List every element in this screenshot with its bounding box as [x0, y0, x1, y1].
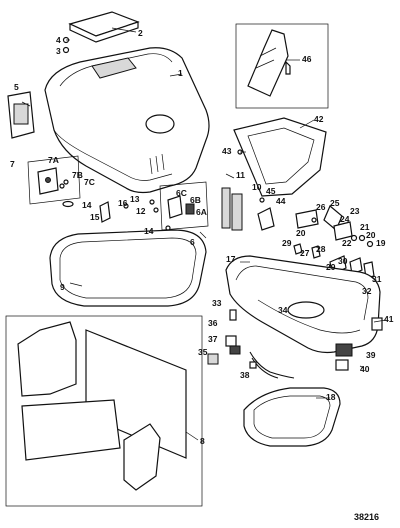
leader-lines [21, 27, 387, 441]
callout-44: 44 [276, 196, 286, 206]
callout-29a: 29 [282, 238, 292, 248]
callout-4: 4 [56, 35, 61, 45]
callout-8: 8 [200, 436, 205, 446]
callout-7b: 7B [72, 170, 83, 180]
callout-36: 36 [208, 318, 218, 328]
callout-45: 45 [266, 186, 276, 196]
linkage-hardware [293, 205, 375, 279]
callout-35: 35 [198, 347, 208, 357]
part-2-cover-plate [68, 11, 140, 43]
callout-20b: 20 [366, 230, 376, 240]
part-10-11-pads [221, 187, 243, 231]
part-7-latch-inset [27, 155, 81, 205]
part-9-seal-ring [49, 229, 207, 307]
callout-37: 37 [208, 334, 218, 344]
parts-33-40-small [207, 309, 349, 379]
callout-3: 3 [56, 46, 61, 56]
callout-40: 40 [360, 364, 370, 374]
part-5-vent-grille [7, 91, 35, 139]
callout-5: 5 [14, 82, 19, 92]
callout-13: 13 [130, 194, 140, 204]
callout-2: 2 [138, 28, 143, 38]
callout-14a: 14 [82, 200, 92, 210]
callout-labels: 1 2 3 4 5 6 6A 6B 6C 7 7A 7B 7C 8 9 10 1… [10, 28, 394, 446]
callout-6c: 6C [176, 188, 187, 198]
callout-41: 41 [384, 314, 394, 324]
callout-33: 33 [212, 298, 222, 308]
part-8-foam-inset [5, 315, 203, 507]
callout-42: 42 [314, 114, 324, 124]
callout-11: 11 [236, 170, 245, 180]
part-18-gasket [243, 387, 341, 447]
callout-14b: 14 [144, 226, 154, 236]
callout-15: 15 [90, 212, 100, 222]
callout-18: 18 [326, 392, 336, 402]
callout-46: 46 [302, 54, 312, 64]
part-17-bottom-cowl [225, 255, 383, 357]
callout-7a: 7A [48, 155, 59, 165]
callout-19: 19 [376, 238, 386, 248]
figure-number: 38216 [354, 512, 379, 522]
callout-17: 17 [226, 254, 236, 264]
callout-6: 6 [190, 237, 195, 247]
callout-43: 43 [222, 146, 232, 156]
part-46-inset [235, 23, 329, 109]
callout-38: 38 [240, 370, 250, 380]
part-6-latch-inset [149, 181, 209, 231]
callout-23: 23 [350, 206, 360, 216]
callout-30: 30 [338, 256, 348, 266]
callout-6b: 6B [190, 195, 201, 205]
callout-10: 10 [252, 182, 262, 192]
part-42-liner [233, 117, 327, 197]
part-44-45-bracket [257, 197, 275, 231]
callout-29b: 29 [326, 262, 336, 272]
callout-32: 32 [362, 286, 372, 296]
callout-39: 39 [366, 350, 376, 360]
callout-9: 9 [60, 282, 65, 292]
part-14-15-16-hardware [62, 200, 129, 223]
callout-7: 7 [10, 159, 15, 169]
callout-6a: 6A [196, 207, 207, 217]
callout-24: 24 [340, 214, 350, 224]
callout-7c: 7C [84, 177, 95, 187]
callout-31: 31 [372, 274, 382, 284]
callout-28: 28 [316, 244, 326, 254]
callout-12: 12 [136, 206, 146, 216]
callout-34: 34 [278, 305, 288, 315]
callout-26: 26 [316, 202, 326, 212]
callout-20a: 20 [296, 228, 306, 238]
callout-21: 21 [360, 222, 370, 232]
part-1-top-cowl [44, 47, 210, 194]
callout-1: 1 [178, 68, 183, 78]
callout-22: 22 [342, 238, 352, 248]
callout-25: 25 [330, 198, 340, 208]
callout-16: 16 [118, 198, 128, 208]
callout-27: 27 [300, 248, 310, 258]
